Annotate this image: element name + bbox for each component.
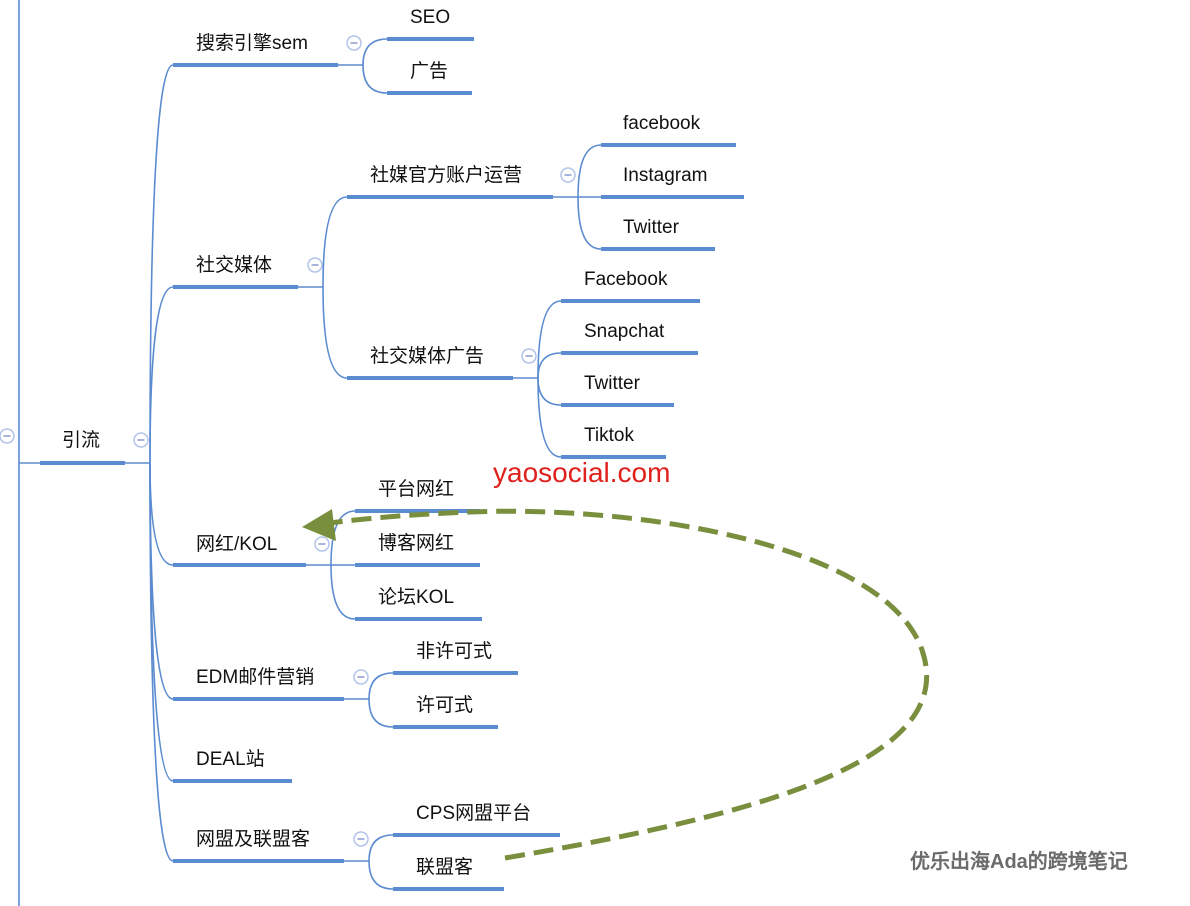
branch-connector [577,144,602,198]
mind-map-node[interactable]: 社交媒体广告 [347,345,513,380]
mind-map-node[interactable]: Twitter [561,373,674,407]
dashed-arrow [329,508,930,861]
node-label: 社交媒体广告 [370,345,484,367]
mind-map-node[interactable]: 社交媒体 [173,254,298,289]
node-label: EDM邮件营销 [196,666,314,688]
mind-map-node[interactable]: 网红/KOL [173,533,306,567]
branch-connector [322,196,348,288]
node-label: 网盟及联盟客 [196,828,310,850]
branch-connector [537,352,562,379]
node-label: 许可式 [416,694,473,716]
mind-map-node[interactable]: 网盟及联盟客 [173,828,344,863]
branch-connector [149,64,174,464]
node-label: facebook [623,113,701,134]
node-label: 联盟客 [416,856,473,878]
branch-connector [149,462,174,862]
node-label: Twitter [623,217,680,238]
collapse-toggle[interactable] [521,348,537,364]
arrowhead-icon [302,509,336,541]
mind-map-node[interactable]: CPS网盟平台 [393,802,560,837]
collapse-toggle[interactable] [307,257,323,273]
node-label: Facebook [584,269,668,290]
branch-connector [368,834,394,862]
node-label: Twitter [584,373,641,394]
node-label: 网红/KOL [196,533,277,555]
mind-map-node[interactable]: 博客网红 [355,532,480,567]
node-label: CPS网盟平台 [416,802,531,824]
node-label: 博客网红 [378,532,454,554]
branch-connector [368,860,394,890]
branch-connector [330,564,356,620]
mind-map-node[interactable]: Snapchat [561,321,698,355]
collapse-toggle[interactable] [314,536,330,552]
branch-connector [149,286,174,464]
collapse-toggle[interactable] [560,167,576,183]
brand-watermark: 优乐出海Ada的跨境笔记 [910,849,1128,873]
branch-connector [577,196,602,250]
mind-map-node[interactable]: 论坛KOL [355,586,482,621]
mind-map-node[interactable]: 非许可式 [393,640,518,675]
collapse-toggle[interactable] [0,428,15,444]
branch-connector [368,672,394,700]
branch-connector [362,38,388,66]
mind-map-node[interactable]: DEAL站 [173,748,292,783]
branch-connector [537,300,562,379]
mind-map-node[interactable]: Facebook [561,269,700,303]
mind-map-node[interactable]: facebook [601,113,736,147]
branch-connector [149,462,174,566]
branch-connector [368,698,394,728]
node-label: 非许可式 [416,640,492,662]
mind-map-node[interactable]: 广告 [387,60,472,95]
mind-map-node[interactable]: SEO [387,7,474,41]
branch-connector [322,286,348,379]
node-label: 平台网红 [378,478,454,500]
node-label: 搜索引擎sem [196,32,308,54]
node-label: SEO [410,7,450,28]
collapse-toggle[interactable] [133,432,149,448]
node-label: 社交媒体 [196,254,272,276]
mind-map-node[interactable]: EDM邮件营销 [173,666,344,701]
node-label: 社媒官方账户运营 [370,164,522,186]
collapse-toggle[interactable] [353,831,369,847]
branch-connector [537,377,562,458]
mind-map-node[interactable]: 许可式 [393,694,498,729]
watermark-text: yaosocial.com [493,457,670,488]
mind-map-node[interactable]: 联盟客 [393,856,504,891]
branch-connector [537,377,562,406]
node-label: Instagram [623,165,707,186]
mind-map-node[interactable]: 社媒官方账户运营 [347,164,553,199]
mind-map-node[interactable]: Twitter [601,217,715,251]
node-label: 论坛KOL [378,586,454,608]
node-label: DEAL站 [196,748,265,770]
branch-connector [362,64,388,94]
collapse-toggle[interactable] [346,35,362,51]
node-label: 广告 [410,60,448,82]
mind-map-node[interactable]: 平台网红 [355,478,480,513]
mind-map-node[interactable]: Instagram [601,165,744,199]
mind-map-node[interactable]: Tiktok [561,425,666,459]
mind-map-node[interactable]: 引流 [40,429,125,465]
branch-connector [330,510,356,566]
collapse-toggle[interactable] [353,669,369,685]
branch-connector [149,462,174,782]
node-label: Snapchat [584,321,665,342]
node-label: Tiktok [584,425,634,446]
mind-map-node[interactable]: 搜索引擎sem [173,32,338,67]
node-label: 引流 [62,429,100,451]
